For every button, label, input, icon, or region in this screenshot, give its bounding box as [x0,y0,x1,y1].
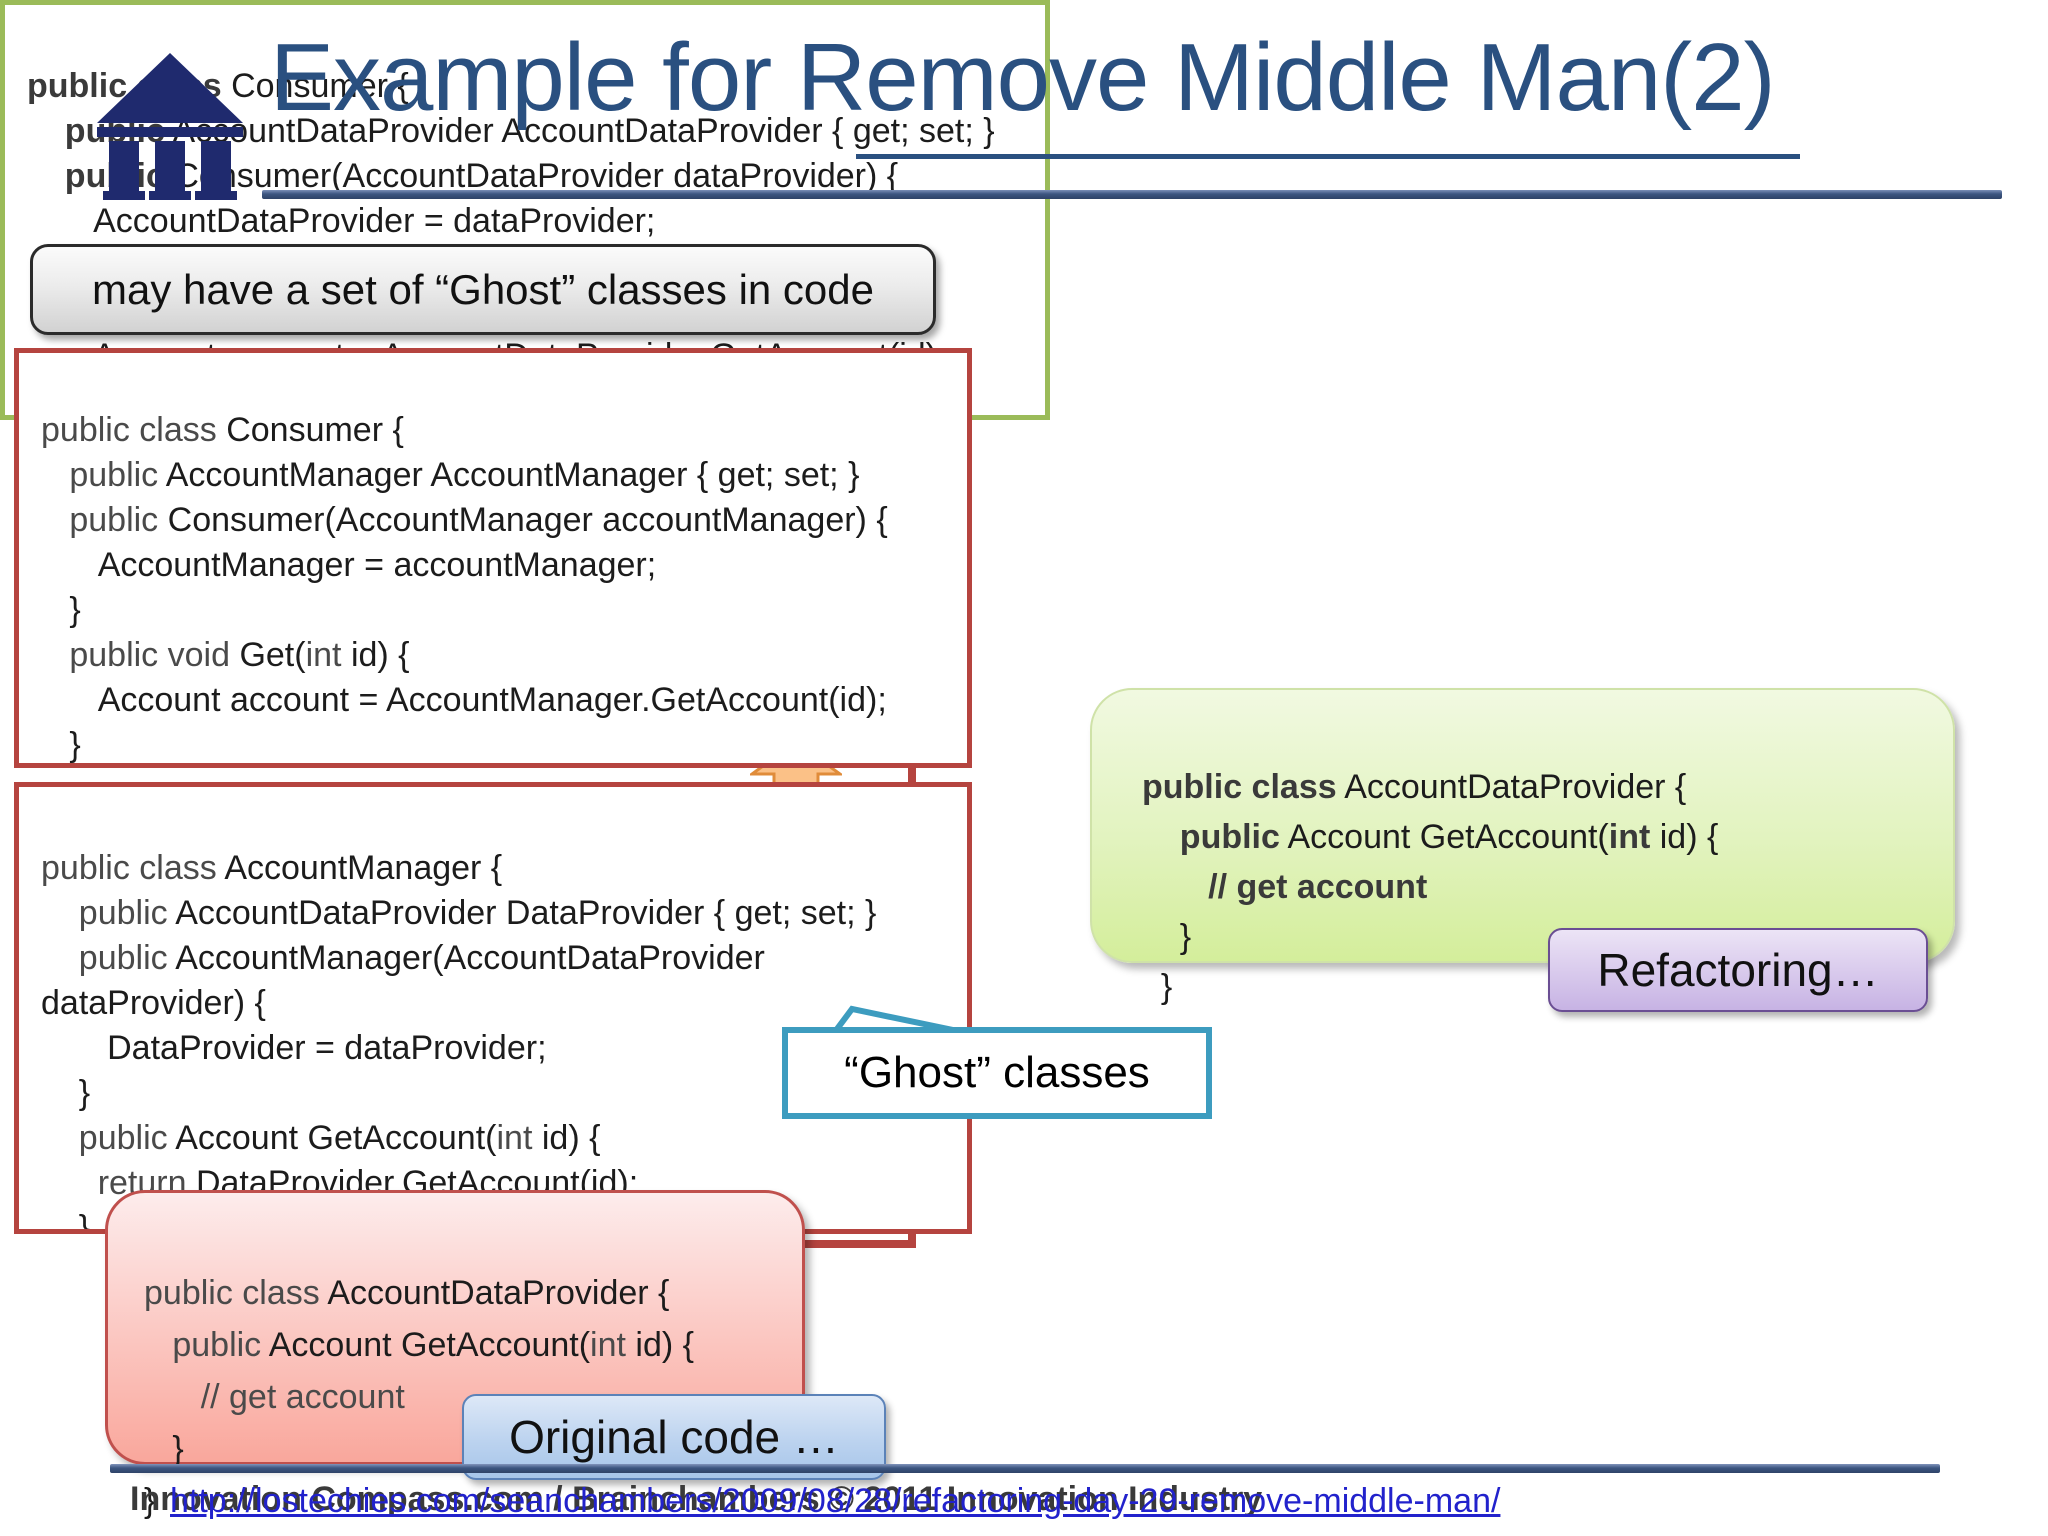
code-block-consumer-original: public class Consumer { public AccountMa… [14,348,972,768]
footer-credit: Innovation Compass.com / Brainchambers ©… [130,1480,1263,1518]
code-block-account-data-provider-original: public class AccountDataProvider { publi… [105,1190,805,1520]
title-underline [856,154,1800,159]
ghost-classes-callout: “Ghost” classes [782,1027,1212,1119]
ghost-classes-note: may have a set of “Ghost” classes in cod… [30,244,936,335]
page-title: Example for Remove Middle Man(2) [270,24,1776,131]
connector-line-horizontal [796,1240,916,1248]
refactoring-badge: Refactoring… [1548,928,1928,1012]
bank-columns-icon [95,45,245,200]
code-block-account-manager: public class AccountManager { public Acc… [14,782,972,1234]
footer-divider [110,1464,1940,1473]
code-block-account-data-provider-refactored: public class AccountDataProvider { publi… [1090,688,1955,1006]
footer-source-link[interactable]: http://lostechies.com/seanchambers/2009/… [170,1482,1501,1520]
ghost-callout-tail-icon [830,1005,960,1035]
title-bar: Example for Remove Middle Man(2) [0,0,2048,215]
title-divider [262,190,2002,199]
